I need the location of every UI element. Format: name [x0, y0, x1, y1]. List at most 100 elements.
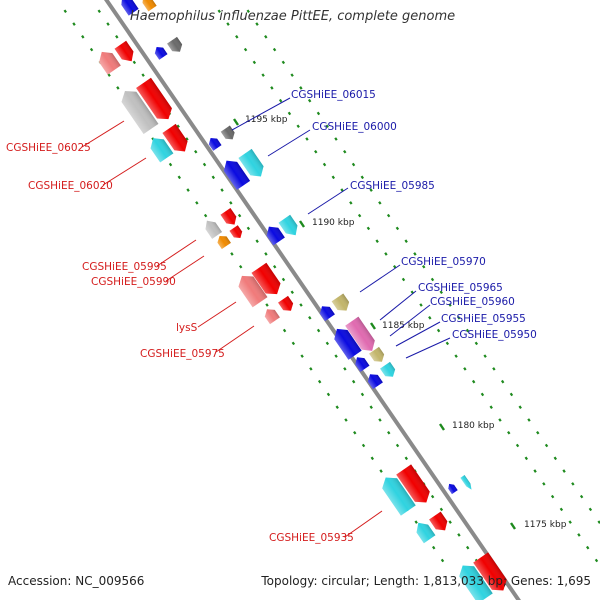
gene-arrow-shading	[473, 552, 507, 591]
tick-mark	[261, 73, 265, 77]
tick-mark	[457, 316, 461, 320]
gene-feature[interactable]	[345, 316, 379, 356]
gene-feature[interactable]	[278, 214, 302, 239]
gene-feature[interactable]	[330, 324, 362, 360]
tick-mark	[309, 367, 313, 371]
gene-feature[interactable]	[118, 86, 159, 135]
tick-mark	[349, 201, 353, 205]
gene-label-CGSHiEE_06025[interactable]: CGSHiEE_06025	[6, 142, 91, 154]
gene-feature[interactable]	[229, 225, 244, 241]
tick-mark	[264, 35, 268, 39]
gene-feature[interactable]	[331, 293, 353, 314]
gene-feature[interactable]	[147, 134, 174, 163]
gene-label-CGSHiEE_06015[interactable]: CGSHiEE_06015	[291, 89, 376, 101]
tick-mark	[81, 35, 85, 39]
gene-feature[interactable]	[455, 560, 493, 600]
gene-feature[interactable]	[378, 472, 416, 516]
major-tick-mark	[233, 118, 239, 126]
gene-feature[interactable]	[446, 482, 458, 495]
gene-feature[interactable]	[473, 552, 510, 595]
gene-feature[interactable]	[220, 156, 251, 190]
gene-feature[interactable]	[262, 306, 280, 325]
tick-mark	[317, 379, 322, 384]
tick-mark	[454, 354, 458, 358]
gene-feature[interactable]	[235, 271, 268, 308]
gene-feature[interactable]	[220, 208, 240, 228]
gene-feature[interactable]	[167, 36, 185, 55]
tick-mark	[230, 252, 234, 256]
tick-mark	[116, 86, 120, 90]
gene-label-CGSHiEE_05965[interactable]: CGSHiEE_05965	[418, 282, 503, 294]
gene-feature[interactable]	[317, 303, 335, 322]
gene-arrow-shading	[136, 77, 172, 120]
gene-feature[interactable]	[206, 135, 222, 151]
tick-mark	[316, 328, 321, 333]
tick-mark	[255, 22, 259, 26]
gene-feature[interactable]	[429, 511, 451, 535]
gene-label-CGSHiEE_05985[interactable]: CGSHiEE_05985	[350, 180, 435, 192]
tick-mark	[440, 558, 445, 563]
gene-label-CGSHiEE_05950[interactable]: CGSHiEE_05950	[452, 329, 537, 341]
tick-mark	[568, 520, 572, 524]
tick-mark	[229, 201, 233, 205]
tick-mark	[370, 456, 375, 461]
tick-mark	[316, 111, 321, 116]
tick-mark	[432, 545, 436, 550]
gene-feature[interactable]	[365, 371, 383, 390]
gene-feature[interactable]	[353, 354, 370, 372]
tick-mark	[89, 47, 94, 52]
gene-feature[interactable]	[263, 223, 285, 246]
tick-mark	[366, 226, 371, 231]
gene-feature[interactable]	[369, 346, 387, 365]
gene-feature[interactable]	[215, 233, 231, 250]
gene-label-CGSHiEE_06000[interactable]: CGSHiEE_06000	[312, 121, 397, 133]
tick-mark	[290, 73, 294, 77]
tick-mark	[586, 545, 590, 550]
gene-feature[interactable]	[220, 125, 237, 143]
tick-mark	[439, 507, 444, 512]
gene-feature[interactable]	[95, 47, 121, 75]
gene-feature[interactable]	[413, 519, 436, 544]
gene-label-CGSHiEE_05960[interactable]: CGSHiEE_05960	[430, 296, 515, 308]
gene-feature[interactable]	[139, 0, 157, 12]
tick-mark	[515, 443, 520, 448]
gene-label-CGSHiEE_05935[interactable]: CGSHiEE_05935	[269, 532, 354, 544]
tick-mark	[246, 9, 250, 14]
tick-mark	[270, 86, 274, 90]
gene-label-CGSHiEE_05970[interactable]: CGSHiEE_05970	[401, 256, 486, 268]
tick-mark	[226, 22, 230, 26]
gene-feature[interactable]	[460, 474, 473, 491]
gene-feature[interactable]	[117, 0, 139, 16]
gene-arrow-shading	[121, 91, 159, 135]
gene-label-lysS[interactable]: lysS	[176, 322, 198, 334]
gene-feature[interactable]	[136, 77, 176, 124]
gene-arrow-shading	[220, 125, 235, 140]
tick-mark	[480, 392, 485, 397]
gene-arrow-shading	[396, 464, 430, 503]
gene-arrow-shading	[251, 262, 281, 295]
gene-feature[interactable]	[152, 44, 168, 60]
tick-mark	[186, 188, 190, 192]
tick-mark	[97, 9, 101, 14]
gene-feature[interactable]	[202, 217, 223, 239]
gene-feature[interactable]	[162, 123, 191, 156]
tick-mark	[527, 418, 531, 422]
tick-mark	[287, 111, 292, 116]
gene-label-CGSHiEE_05990[interactable]: CGSHiEE_05990	[91, 276, 176, 288]
gene-label-CGSHiEE_05995[interactable]: CGSHiEE_05995	[82, 261, 167, 273]
tick-mark	[246, 226, 251, 231]
gene-feature[interactable]	[238, 148, 267, 181]
gene-label-CGSHiEE_05975[interactable]: CGSHiEE_05975	[140, 348, 225, 360]
tick-mark	[387, 430, 391, 435]
gene-feature[interactable]	[114, 40, 138, 65]
tick-mark	[509, 392, 514, 397]
gene-feature[interactable]	[278, 295, 296, 314]
gene-feature[interactable]	[380, 361, 398, 380]
gene-feature[interactable]	[396, 464, 433, 507]
tick-mark	[340, 188, 344, 192]
gene-label-CGSHiEE_05955[interactable]: CGSHiEE_05955	[441, 313, 526, 325]
tick-mark	[357, 213, 362, 218]
gene-feature[interactable]	[251, 262, 285, 300]
gene-label-CGSHiEE_06020[interactable]: CGSHiEE_06020	[28, 180, 113, 192]
